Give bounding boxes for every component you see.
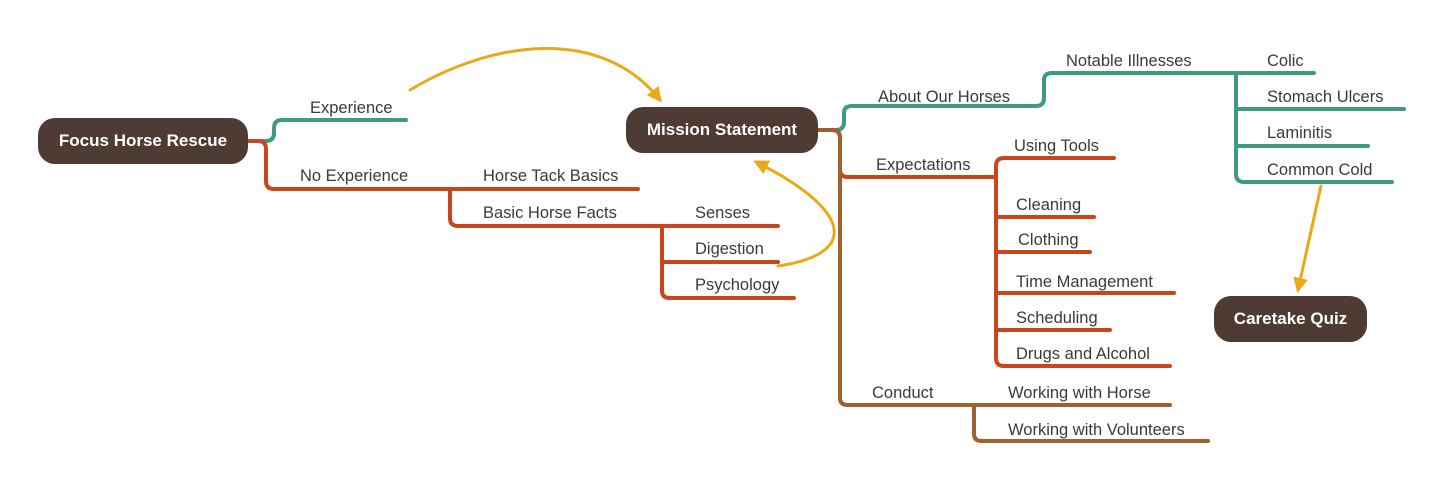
- topic-psychology[interactable]: Psychology: [695, 276, 780, 294]
- topic-about-our-horses[interactable]: About Our Horses: [878, 88, 1011, 106]
- topic-senses[interactable]: Senses: [695, 204, 751, 222]
- topic-horse-tack-basics[interactable]: Horse Tack Basics: [483, 167, 619, 185]
- mission-statement-topic[interactable]: Mission Statement: [626, 107, 818, 153]
- topic-stomach-ulcers[interactable]: Stomach Ulcers: [1267, 88, 1384, 106]
- root-topic[interactable]: Focus Horse Rescue: [38, 118, 248, 164]
- topic-expectations[interactable]: Expectations: [876, 156, 971, 174]
- topic-scheduling[interactable]: Scheduling: [1016, 309, 1098, 327]
- connector-experience: [246, 118, 408, 143]
- topic-using-tools[interactable]: Using Tools: [1014, 137, 1099, 155]
- connector-about-our-horses: [816, 71, 1406, 184]
- topic-working-with-volunteers[interactable]: Working with Volunteers: [1008, 421, 1185, 439]
- topic-time-management[interactable]: Time Management: [1016, 273, 1153, 291]
- arrow-psychology-to-mission: [753, 160, 836, 268]
- topic-conduct[interactable]: Conduct: [872, 384, 934, 402]
- topic-notable-illnesses[interactable]: Notable Illnesses: [1066, 52, 1192, 70]
- topic-common-cold[interactable]: Common Cold: [1267, 161, 1373, 179]
- caretake-quiz-topic[interactable]: Caretake Quiz: [1214, 296, 1367, 342]
- topic-drugs-and-alcohol[interactable]: Drugs and Alcohol: [1016, 345, 1150, 363]
- topic-experience[interactable]: Experience: [310, 99, 393, 117]
- topic-digestion[interactable]: Digestion: [695, 240, 764, 258]
- topic-colic[interactable]: Colic: [1267, 52, 1304, 70]
- relationship-arrows: [408, 47, 1323, 293]
- topic-basic-horse-facts[interactable]: Basic Horse Facts: [483, 204, 617, 222]
- arrow-commoncold-to-quiz: [1293, 184, 1323, 293]
- connector-expectations: [816, 128, 1176, 368]
- topic-laminitis[interactable]: Laminitis: [1267, 124, 1333, 142]
- topic-working-with-horse[interactable]: Working with Horse: [1008, 384, 1151, 402]
- topic-cleaning[interactable]: Cleaning: [1016, 196, 1082, 214]
- arrow-experience-to-mission: [408, 47, 662, 103]
- topic-clothing[interactable]: Clothing: [1018, 231, 1079, 249]
- connector-conduct: [816, 128, 1210, 443]
- topic-no-experience[interactable]: No Experience: [300, 167, 409, 185]
- connector-no-experience: [246, 139, 796, 300]
